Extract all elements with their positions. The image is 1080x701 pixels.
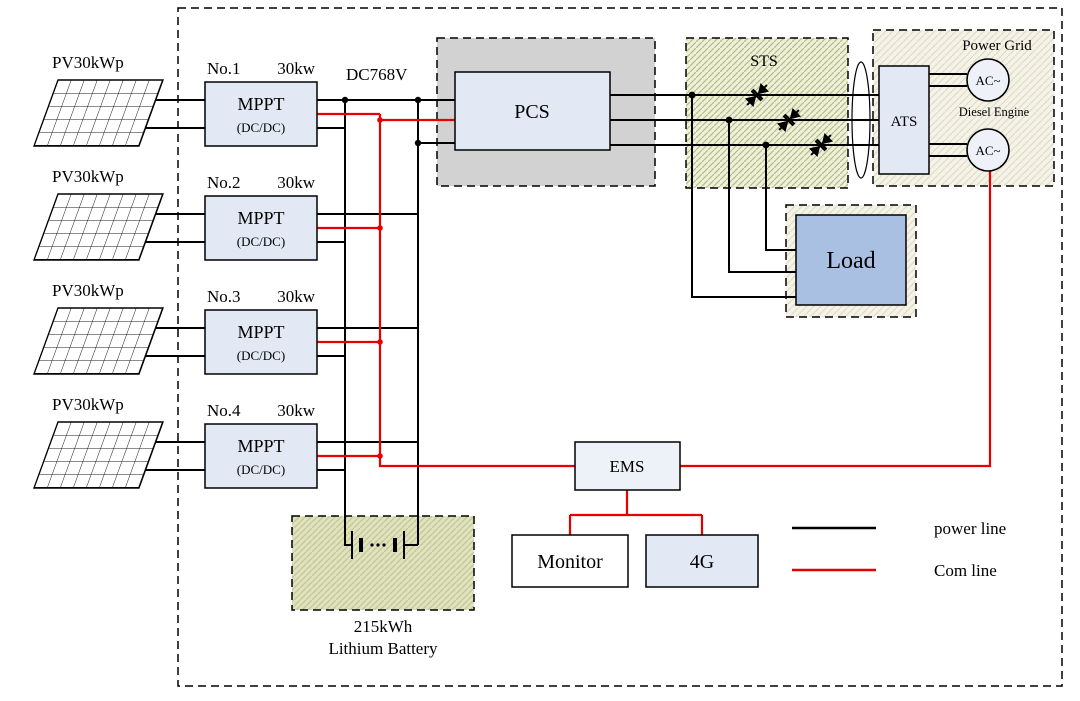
- mppt-4-label: MPPT: [237, 436, 284, 456]
- pv-array-2: [33, 193, 164, 261]
- sts-label: STS: [750, 53, 778, 70]
- ems-label: EMS: [610, 457, 645, 476]
- diesel-source-circle: [966, 128, 1010, 172]
- mppt-1-label: MPPT: [237, 94, 284, 114]
- pv-array-2-label: PV30kWp: [52, 167, 124, 186]
- mppt-2-label: MPPT: [237, 208, 284, 228]
- pv-array-4-label: PV30kWp: [52, 395, 124, 414]
- mppt-4-box: [204, 423, 318, 489]
- mppt-2-box: [204, 195, 318, 261]
- ats-label: ATS: [891, 114, 918, 130]
- pv-panel-icon: [33, 307, 164, 375]
- pcs-label: PCS: [514, 101, 550, 123]
- mppt-2-power-label: 30kw: [277, 173, 316, 192]
- pv-panel-icon: [33, 79, 164, 147]
- modem-4g-box: [645, 534, 759, 588]
- junction-dot: [688, 91, 696, 99]
- pv-array-1-label: PV30kWp: [52, 53, 124, 72]
- modem-4g-label: 4G: [690, 551, 714, 573]
- junction-dot: [762, 141, 770, 149]
- ats-box: [878, 65, 930, 175]
- load-label: Load: [826, 248, 875, 274]
- mppt-3-no-label: No.3: [207, 287, 241, 306]
- junction-dot: [414, 139, 422, 147]
- diesel-engine-label: Diesel Engine: [959, 105, 1030, 119]
- legend-com-line-label: Com line: [934, 561, 997, 580]
- com-lines: [317, 112, 992, 535]
- mppt-3-power-label: 30kw: [277, 287, 316, 306]
- mppt-3-label: MPPT: [237, 322, 284, 342]
- power-lines: [146, 73, 967, 546]
- load-box: [795, 214, 907, 306]
- mppt-2-sub-label: (DC/DC): [237, 234, 285, 249]
- junction-dot: [341, 96, 349, 104]
- mppt-3-box: [204, 309, 318, 375]
- pcs-box: [454, 71, 611, 151]
- mppt-4-power-label: 30kw: [277, 401, 316, 420]
- cable-bundle-ellipse: [851, 61, 871, 179]
- battery-type-label: Lithium Battery: [328, 639, 438, 658]
- mppt-4-no-label: No.4: [207, 401, 241, 420]
- battery-box: [291, 515, 475, 611]
- dc-bus-label: DC768V: [346, 65, 408, 84]
- system-boundary: [177, 7, 1063, 687]
- grid-source-circle: [966, 58, 1010, 102]
- pv-array-1: [33, 79, 164, 147]
- pv-array-3-label: PV30kWp: [52, 281, 124, 300]
- mppt-1-box: [204, 81, 318, 147]
- mppt-1-sub-label: (DC/DC): [237, 120, 285, 135]
- diesel-source-label: AC~: [975, 143, 1000, 158]
- pv-array-4: [33, 421, 164, 489]
- pv-panel-icon: [33, 193, 164, 261]
- junction-dot: [414, 96, 422, 104]
- pv-array-3: [33, 307, 164, 375]
- grid-source-label: AC~: [975, 73, 1000, 88]
- mppt-4-sub-label: (DC/DC): [237, 462, 285, 477]
- mppt-2-no-label: No.2: [207, 173, 241, 192]
- battery-capacity-label: 215kWh: [354, 617, 413, 636]
- ems-box: [574, 441, 681, 491]
- monitor-box: [511, 534, 629, 588]
- com-junction-dot: [377, 117, 383, 123]
- com-junction-dot: [377, 339, 383, 345]
- mppt-3-sub-label: (DC/DC): [237, 348, 285, 363]
- mppt-1-no-label: No.1: [207, 59, 241, 78]
- com-junction-dot: [377, 225, 383, 231]
- junction-dot: [725, 116, 733, 124]
- monitor-label: Monitor: [537, 551, 603, 573]
- power-grid-label: Power Grid: [962, 38, 1032, 54]
- pv-panel-icon: [33, 421, 164, 489]
- legend-power-line-label: power line: [934, 519, 1006, 538]
- com-junction-dot: [377, 453, 383, 459]
- battery-icon: [351, 531, 405, 559]
- mppt-1-power-label: 30kw: [277, 59, 316, 78]
